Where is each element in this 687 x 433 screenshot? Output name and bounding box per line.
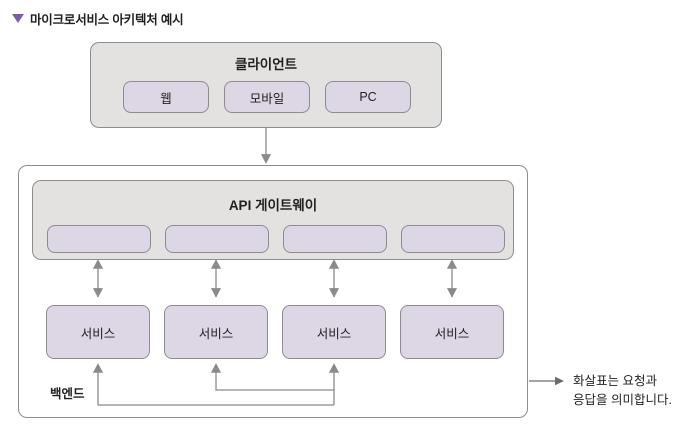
service-node-2[interactable]: 서비스 xyxy=(164,305,268,359)
client-node-pc[interactable]: PC xyxy=(325,81,411,113)
legend-label: 화살표는 요청과 응답을 의미합니다. xyxy=(573,374,672,407)
page-title-label: 마이크로서비스 아키텍처 예시 xyxy=(30,12,184,27)
triangle-down-icon xyxy=(12,13,24,23)
api-gateway-node-4[interactable] xyxy=(401,225,505,253)
page-title: 마이크로서비스 아키텍처 예시 xyxy=(12,10,184,27)
api-gateway-node-1[interactable] xyxy=(47,225,151,253)
legend: 화살표는 요청과 응답을 의미합니다. xyxy=(529,372,681,410)
client-group: 클라이언트 웹 모바일 PC xyxy=(90,42,442,128)
backend-group-label: 백엔드 xyxy=(50,387,85,401)
service-node-1[interactable]: 서비스 xyxy=(46,305,150,359)
arrow-right-icon xyxy=(529,376,564,386)
client-group-title: 클라이언트 xyxy=(234,57,298,72)
api-gateway-node-3[interactable] xyxy=(283,225,387,253)
api-gateway-node-2[interactable] xyxy=(165,225,269,253)
client-node-mobile[interactable]: 모바일 xyxy=(224,81,310,113)
api-gateway-title: API 게이트웨이 xyxy=(228,198,318,213)
service-node-4[interactable]: 서비스 xyxy=(400,305,504,359)
client-node-web[interactable]: 웹 xyxy=(123,81,209,113)
api-gateway-group: API 게이트웨이 xyxy=(32,180,514,260)
service-node-3[interactable]: 서비스 xyxy=(282,305,386,359)
